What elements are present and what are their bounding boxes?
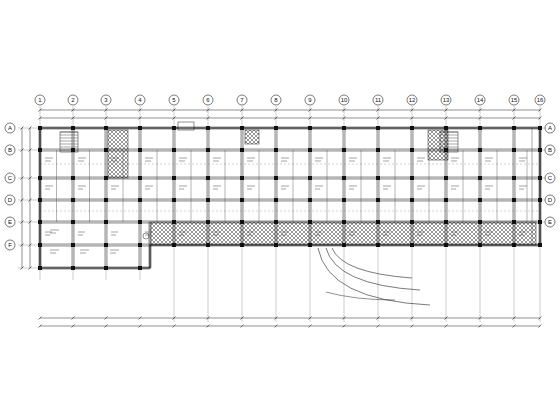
axis-number: F <box>5 240 15 250</box>
axis-number: 7 <box>237 95 247 105</box>
axis-number: 2 <box>68 95 78 105</box>
axis-number: 11 <box>373 95 383 105</box>
axis-number: 1 <box>35 95 45 105</box>
axis-number: B <box>545 145 555 155</box>
axis-number: A <box>545 123 555 133</box>
axis-number: 4 <box>135 95 145 105</box>
axis-number: 16 <box>535 95 545 105</box>
axis-number: 5 <box>169 95 179 105</box>
axis-number: 14 <box>475 95 485 105</box>
axis-number: 13 <box>441 95 451 105</box>
axis-number: C <box>545 173 555 183</box>
axis-number: 9 <box>305 95 315 105</box>
axis-bubbles <box>5 95 555 250</box>
axis-number: C <box>5 173 15 183</box>
plan-lines <box>18 106 545 328</box>
axis-number: 8 <box>271 95 281 105</box>
axis-number: A <box>5 123 15 133</box>
axis-number: 15 <box>509 95 519 105</box>
axis-number: 12 <box>407 95 417 105</box>
axis-number: 3 <box>101 95 111 105</box>
axis-number: 10 <box>339 95 349 105</box>
axis-number: D <box>5 195 15 205</box>
axis-number: E <box>5 217 15 227</box>
axis-number: 6 <box>203 95 213 105</box>
axis-number: B <box>5 145 15 155</box>
axis-number: E <box>545 217 555 227</box>
axis-number: D <box>545 195 555 205</box>
